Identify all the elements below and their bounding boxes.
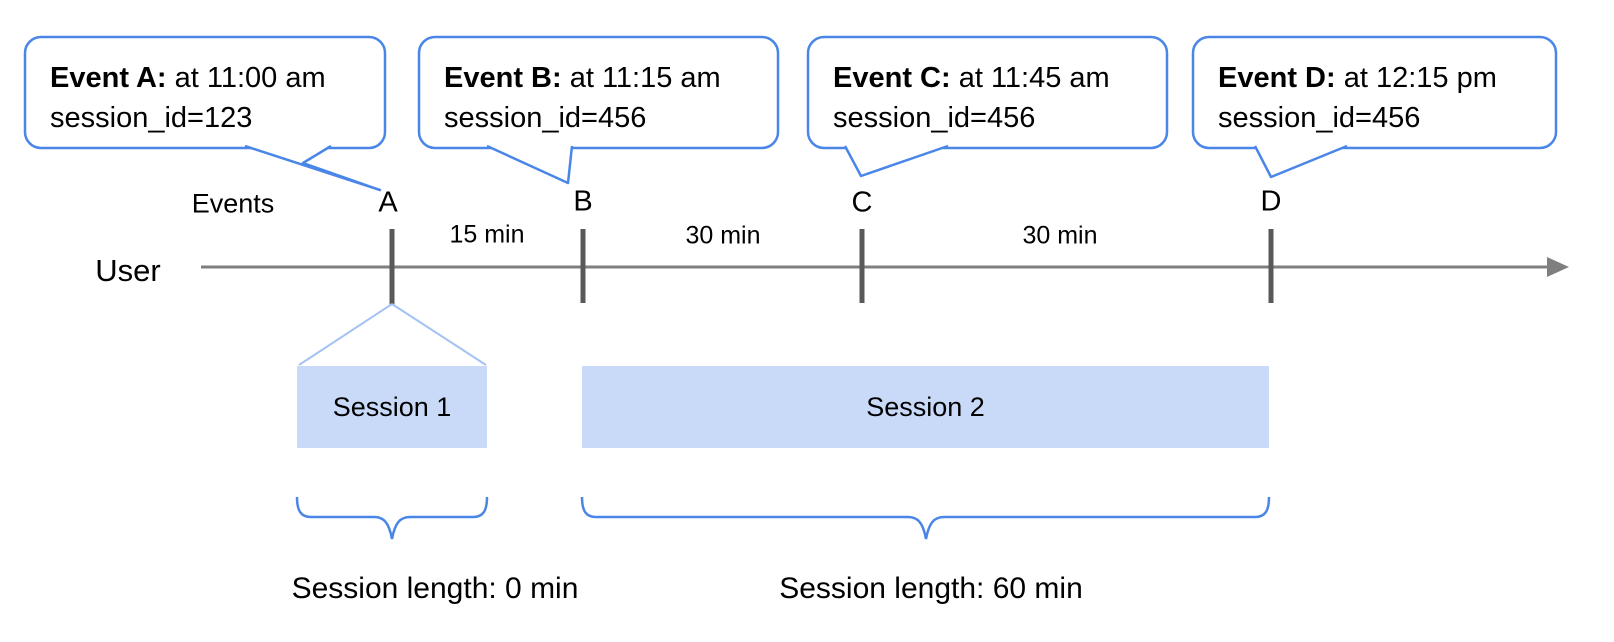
callout-a-tail [244,144,382,192]
session-2-box: Session 2 [582,366,1269,448]
callout-a-time: at 11:00 am [166,62,326,94]
session-1-brace [295,496,489,540]
mark-label-b: B [573,185,593,218]
callout-a-text: Event A: at 11:00 am session_id=123 [50,58,326,138]
callout-c-title: Event C: [833,62,951,94]
mark-label-a: A [378,186,398,219]
callout-a-line1: Event A: at 11:00 am [50,58,326,98]
interval-label-a-b: 15 min [449,220,525,249]
session-1-length-label: Session length: 0 min [291,572,579,605]
callout-b-tail [486,144,574,185]
callout-d-line1: Event D: at 12:15 pm [1218,58,1497,98]
user-row-label: User [95,253,161,288]
callout-d-bubble [1191,35,1558,179]
interval-label-c-d: 30 min [1022,221,1098,250]
callout-a-session-id: session_id=123 [50,102,253,134]
callout-d-title: Event D: [1218,62,1336,94]
session-2-brace [580,496,1271,540]
callout-b-time: at 11:15 am [561,62,721,94]
callout-c-time: at 11:45 am [950,62,1110,94]
callout-a-bubble [23,35,387,192]
callout-d-text: Event D: at 12:15 pm session_id=456 [1218,58,1497,138]
callout-c-text: Event C: at 11:45 am session_id=456 [833,58,1110,138]
callout-b-line1: Event B: at 11:15 am [444,58,721,98]
funnel-left-line [298,303,393,366]
callout-d-time: at 12:15 pm [1335,62,1497,94]
events-row-label: Events [191,188,275,219]
session-1-box: Session 1 [297,366,487,448]
funnel-right-line [391,303,487,366]
mark-label-d: D [1260,185,1282,218]
session-1-label: Session 1 [332,391,452,422]
timeline-arrowhead-icon [1547,257,1569,277]
callout-b-bubble [417,35,780,185]
interval-label-b-c: 30 min [685,221,761,250]
callout-b-text: Event B: at 11:15 am session_id=456 [444,58,721,138]
session-2-label: Session 2 [866,391,985,422]
callout-d-tail [1253,144,1348,179]
callout-b-title: Event B: [444,62,562,94]
mark-label-c: C [851,186,873,219]
callout-a-title: Event A: [50,62,167,94]
callout-b-session-id: session_id=456 [444,102,647,134]
callout-c-session-id: session_id=456 [833,102,1036,134]
callout-c-bubble [806,35,1169,178]
callout-c-line1: Event C: at 11:45 am [833,58,1110,98]
callout-c-tail [843,144,949,178]
callout-d-session-id: session_id=456 [1218,102,1421,134]
session-2-length-label: Session length: 60 min [779,572,1083,605]
